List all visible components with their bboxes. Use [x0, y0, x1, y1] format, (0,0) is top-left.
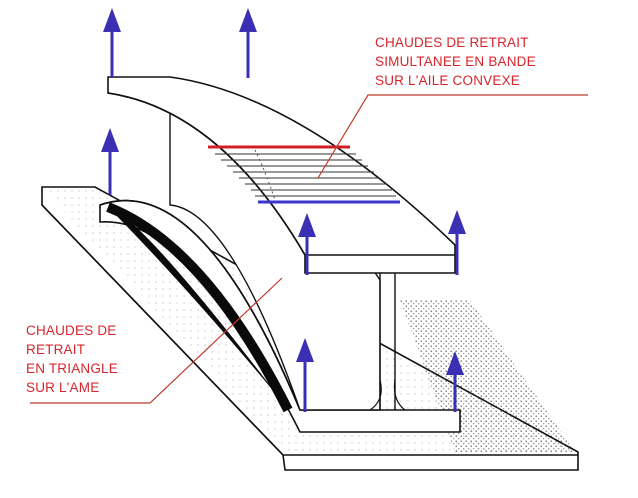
label-line: SUR L'AILE CONVEXE: [375, 71, 536, 90]
arrow-up-icon: [103, 8, 121, 78]
label-line: CHAUDES DE RETRAIT: [375, 33, 536, 52]
label-line: SUR L'AME: [26, 378, 118, 397]
label-line: EN TRIANGLE: [26, 359, 118, 378]
label-line: CHAUDES DE: [26, 321, 118, 340]
label-line: SIMULTANEE EN BANDE: [375, 52, 536, 71]
arrow-up-icon: [101, 128, 119, 195]
label-convex-flange: CHAUDES DE RETRAIT SIMULTANEE EN BANDE S…: [375, 33, 536, 90]
label-line: RETRAIT: [26, 340, 118, 359]
label-web-triangle: CHAUDES DE RETRAIT EN TRIANGLE SUR L'AME: [26, 321, 118, 397]
arrow-up-icon: [239, 8, 257, 78]
